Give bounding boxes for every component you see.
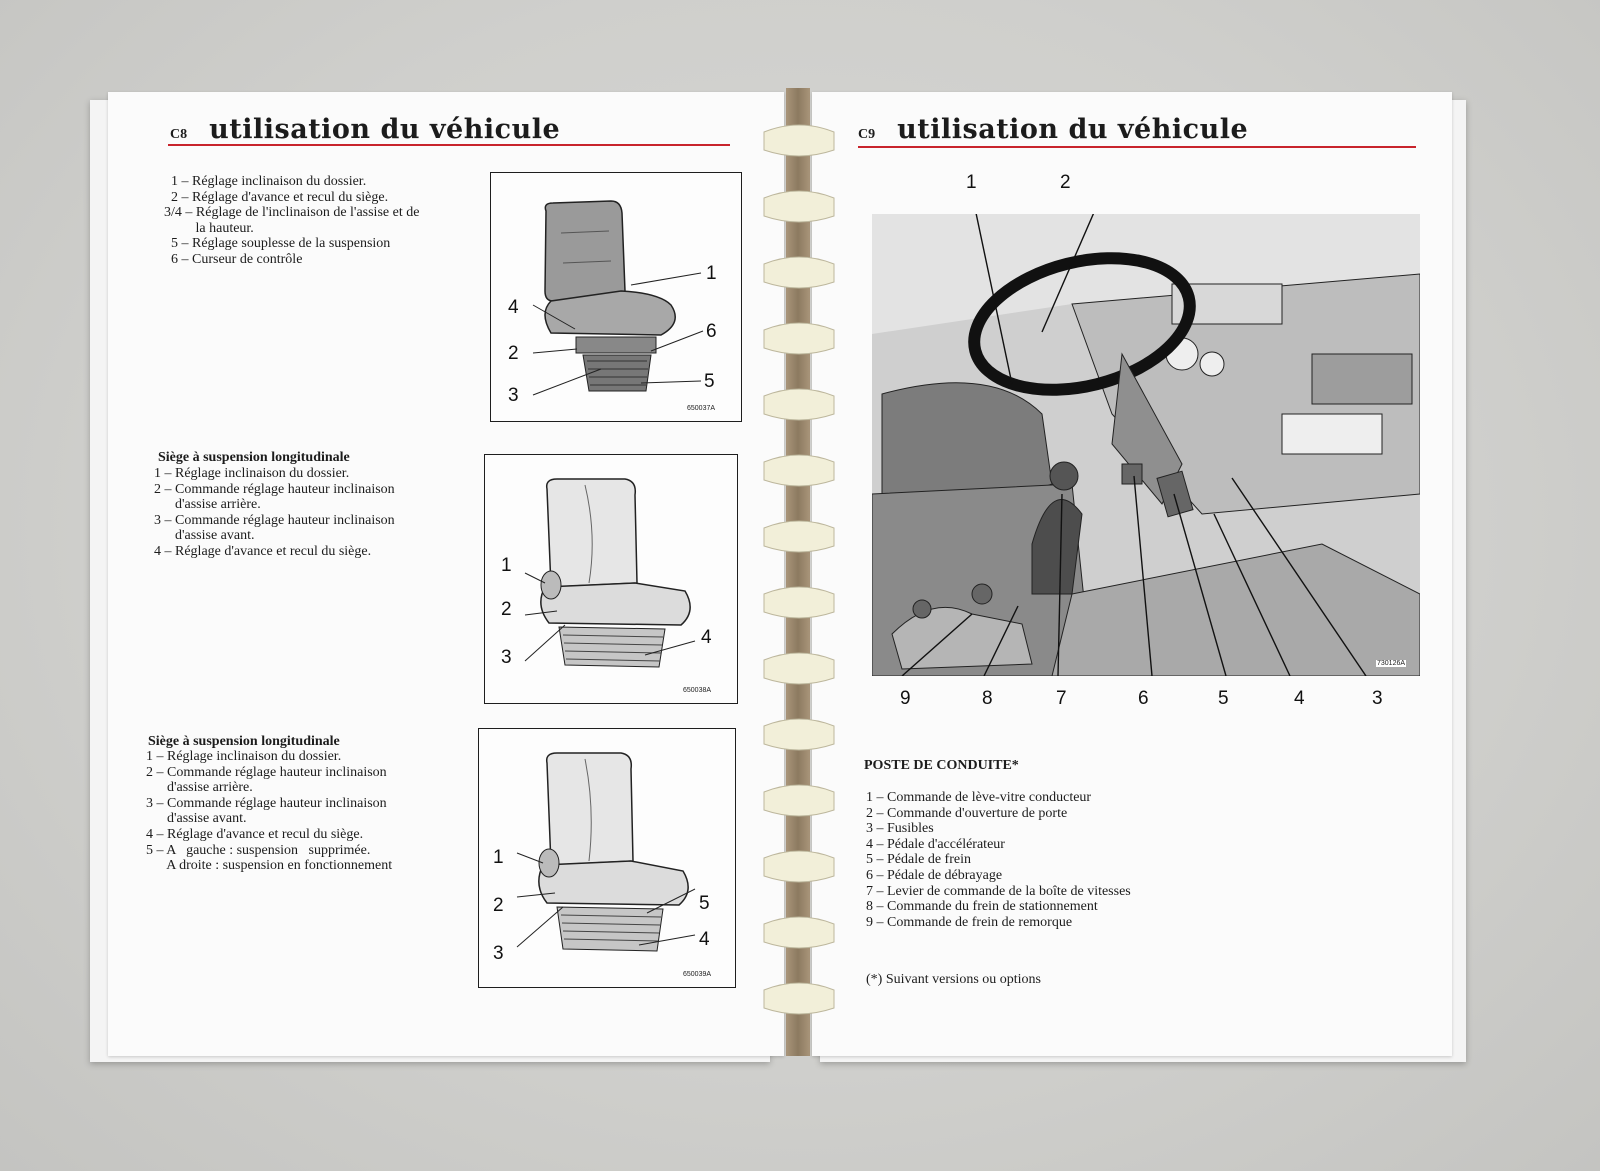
binding-ring <box>763 520 835 553</box>
binding-ring <box>763 784 835 817</box>
list-item: d'assise avant. <box>146 811 247 827</box>
seat-illustration <box>532 200 704 396</box>
callout-6: 6 <box>706 321 717 342</box>
binding-ring <box>763 388 835 421</box>
section-title: Siège à suspension longitudinale <box>158 450 350 465</box>
seat-figure-1: 1 4 6 2 5 3 650037A <box>490 172 742 422</box>
list-item: 1 – Réglage inclinaison du dossier. <box>164 174 367 189</box>
callout-2: 2 <box>493 895 504 916</box>
callout-4: 4 <box>701 627 712 648</box>
list-item: 3 – Commande réglage hauteur inclinaison <box>146 795 387 811</box>
list-item: 5 – Réglage souplesse de la suspension <box>164 236 391 252</box>
binding-ring <box>763 718 835 751</box>
binding-ring <box>763 190 835 223</box>
cab-controls-list: 1 – Commande de lève-vitre conducteur 2 … <box>866 790 1131 930</box>
list-item: 4 – Pédale d'accélérateur <box>866 836 1005 852</box>
callout-4: 4 <box>508 297 519 318</box>
callout-5: 5 <box>1218 688 1229 709</box>
list-item: 3 – Commande réglage hauteur inclinaison <box>154 512 395 528</box>
callout-4: 4 <box>699 929 710 950</box>
list-item: 1 – Réglage inclinaison du dossier. <box>146 749 342 764</box>
list-item: 9 – Commande de frein de remorque <box>866 914 1073 930</box>
list-item: 2 – Commande réglage hauteur inclinaison <box>154 481 395 497</box>
page-number: C9 <box>858 127 876 142</box>
callout-9: 9 <box>900 688 911 709</box>
section-title: Siège à suspension longitudinale <box>148 734 340 749</box>
callout-2: 2 <box>501 599 512 620</box>
footnote: (*) Suivant versions ou options <box>866 972 1041 987</box>
callout-2: 2 <box>508 343 519 364</box>
cab-figure: 730126A <box>872 214 1420 676</box>
callout-1: 1 <box>706 263 717 284</box>
page-title: utilisation du véhicule <box>209 114 561 145</box>
callout-5: 5 <box>699 893 710 914</box>
list-item: 5 – A gauche : suspension supprimée. <box>146 842 371 858</box>
list-item: 4 – Réglage d'avance et recul du siège. <box>146 826 364 842</box>
binding-ring <box>763 124 835 157</box>
binding-ring <box>763 982 835 1015</box>
list-item: la hauteur. <box>164 220 254 236</box>
seat-figure-3: 1 5 2 4 3 650039A <box>478 728 736 988</box>
figure-code: 650038A <box>683 687 712 694</box>
callout-3: 3 <box>493 943 504 964</box>
list-item: A droite : suspension en fonctionnement <box>146 858 393 874</box>
left-page-header: C8 utilisation du véhicule <box>170 114 560 145</box>
list-item: 4 – Réglage d'avance et recul du siège. <box>154 543 372 559</box>
seat-controls-list-2: 1 – Réglage inclinaison du dossier. 2 – … <box>154 466 395 560</box>
page-title: utilisation du véhicule <box>897 114 1249 145</box>
seat-figure-2: 1 2 4 3 650038A <box>484 454 738 704</box>
page-number: C8 <box>170 127 188 142</box>
header-rule <box>858 146 1416 148</box>
list-item: 1 – Réglage inclinaison du dossier. <box>154 466 350 481</box>
callout-1: 1 <box>501 555 512 576</box>
callout-5: 5 <box>704 371 715 392</box>
callout-4: 4 <box>1294 688 1305 709</box>
list-item: 2 – Commande d'ouverture de porte <box>866 805 1068 821</box>
callout-7: 7 <box>1056 688 1067 709</box>
binding-ring <box>763 652 835 685</box>
callout-8: 8 <box>982 688 993 709</box>
driver-cab-illustration <box>872 214 1420 676</box>
callout-2: 2 <box>1060 172 1071 193</box>
list-item: 3/4 – Réglage de l'inclinaison de l'assi… <box>164 205 420 221</box>
binding-ring <box>763 454 835 487</box>
list-item: 7 – Levier de commande de la boîte de vi… <box>866 883 1131 899</box>
right-page: C9 utilisation du véhicule 1 2 <box>812 92 1452 1056</box>
list-item: 6 – Pédale de débrayage <box>866 867 1003 883</box>
callout-1: 1 <box>493 847 504 868</box>
binding-ring <box>763 850 835 883</box>
list-item: d'assise arrière. <box>146 780 253 796</box>
callout-1: 1 <box>966 172 977 193</box>
list-item: d'assise avant. <box>154 528 255 544</box>
figure-code: 730126A <box>1376 660 1407 667</box>
list-item: 2 – Commande réglage hauteur inclinaison <box>146 764 387 780</box>
binding-ring <box>763 256 835 289</box>
section-title: POSTE DE CONDUITE* <box>864 758 1019 773</box>
list-item: 6 – Curseur de contrôle <box>164 251 303 267</box>
list-item: 2 – Réglage d'avance et recul du siège. <box>164 189 389 205</box>
header-rule <box>168 144 730 146</box>
binding-ring <box>763 322 835 355</box>
seat-controls-list: 1 – Réglage inclinaison du dossier. 2 – … <box>164 174 419 268</box>
seat-controls-list-3: 1 – Réglage inclinaison du dossier. 2 – … <box>146 749 392 874</box>
figure-code: 650039A <box>683 971 712 978</box>
list-item: 8 – Commande du frein de stationnement <box>866 899 1098 915</box>
binding-spine <box>786 88 810 1056</box>
binding-ring <box>763 586 835 619</box>
seat-illustration <box>516 752 696 952</box>
callout-6: 6 <box>1138 688 1149 709</box>
seat-illustration <box>524 478 696 668</box>
callout-3: 3 <box>508 385 519 406</box>
binding-ring <box>763 916 835 949</box>
list-item: 1 – Commande de lève-vitre conducteur <box>866 790 1092 805</box>
list-item: d'assise arrière. <box>154 497 261 513</box>
callout-3: 3 <box>1372 688 1383 709</box>
list-item: 3 – Fusibles <box>866 821 934 837</box>
left-page: C8 utilisation du véhicule 1 – Réglage i… <box>108 92 784 1056</box>
list-item: 5 – Pédale de frein <box>866 852 971 868</box>
figure-code: 650037A <box>687 405 716 412</box>
callout-3: 3 <box>501 647 512 668</box>
right-page-header: C9 utilisation du véhicule <box>858 114 1248 145</box>
